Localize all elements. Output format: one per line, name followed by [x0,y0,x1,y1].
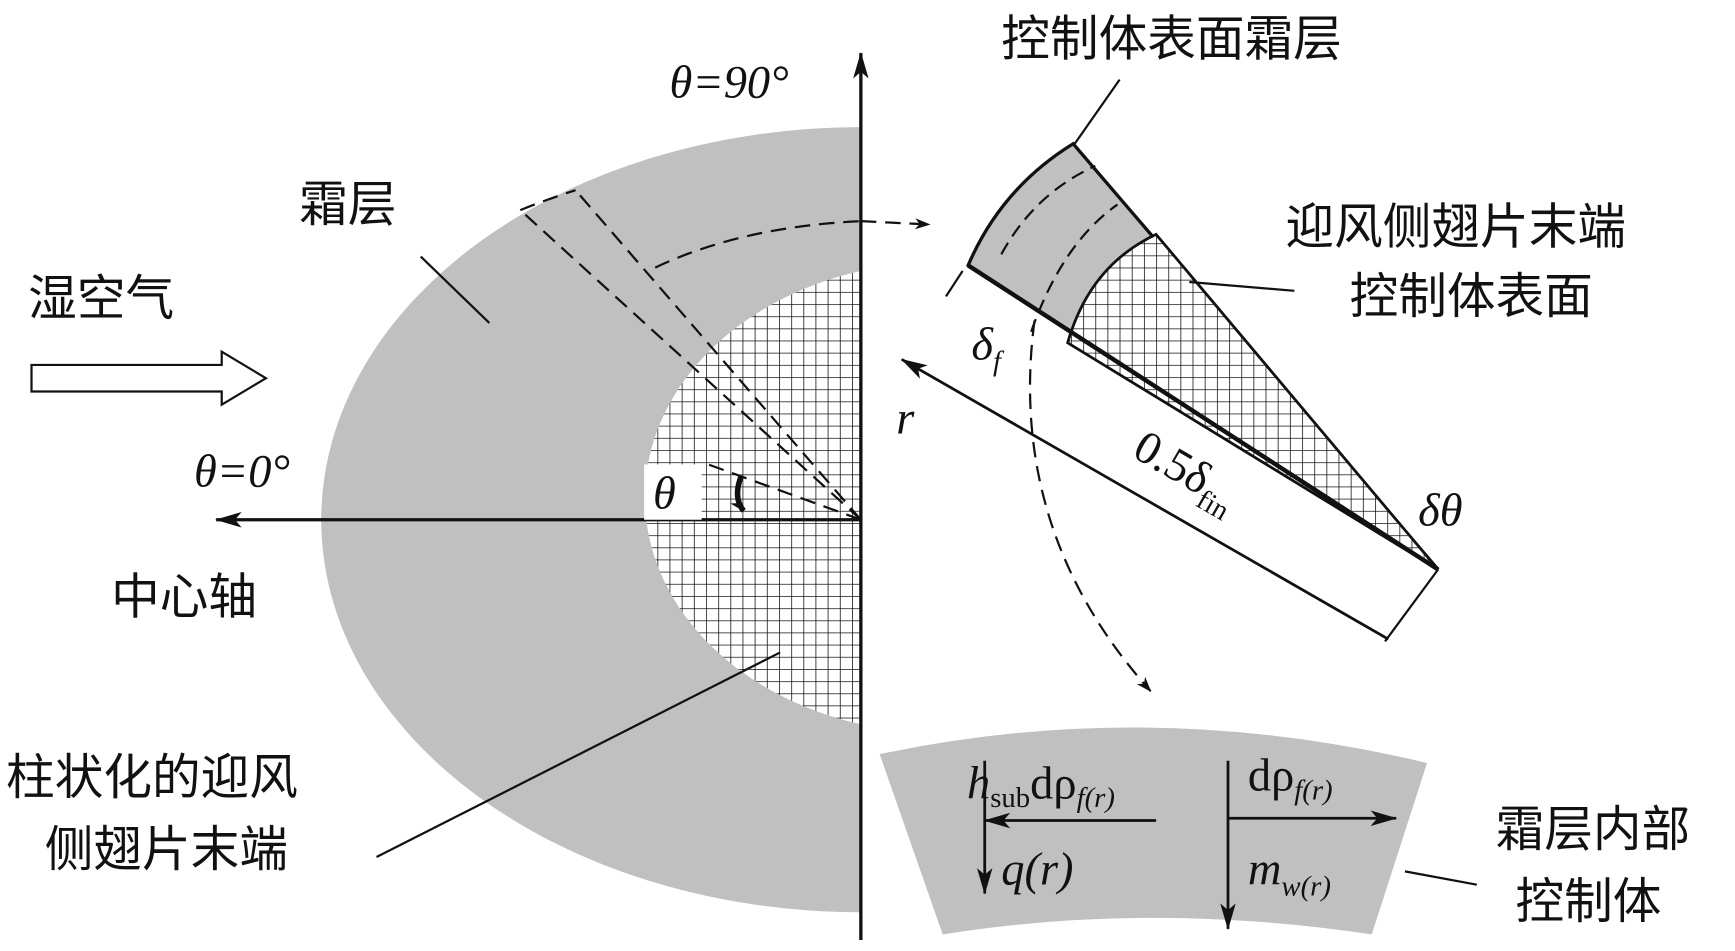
humid-air-label: 湿空气 [28,271,174,327]
delta-f-label: δf [971,319,1005,377]
frost-leader [419,255,491,324]
theta-90-label: θ=90° [670,57,789,108]
cylindrical-fin-label-1: 柱状化的迎风 [6,750,298,806]
fin-tip-cv-label-1: 迎风侧翅片末端 [1285,199,1626,255]
m-w-label: mw(r) [1248,845,1331,903]
theta-angle-arc [730,474,746,513]
cv-surface-frost-label: 控制体表面霜层 [1001,11,1342,67]
cylindrical-fin-leader [376,651,781,858]
zoom-dashed-arrow [1028,320,1152,692]
center-axis-label: 中心轴 [111,570,257,626]
r-label: r [896,393,915,444]
r-arrow [900,358,1390,641]
h-sub-d-rho-label: hsubdρf(r) [967,758,1115,814]
inner-frost-control-volume [879,727,1428,935]
fin-tip-cv-label-2: 控制体表面 [1350,269,1593,325]
inner-cv-label-1: 霜层内部 [1496,802,1691,858]
theta-label: θ [653,469,676,520]
cylindrical-fin-label-2: 侧翅片末端 [45,822,288,878]
q-r-label: q(r) [1001,845,1073,896]
cylindrical-fin-tip [644,270,861,725]
delta-theta-label: δθ [1418,485,1462,536]
control-volume-dashes [519,189,931,521]
humid-air-arrow [30,349,269,407]
theta-0-label: θ=0° [194,447,290,498]
inner-cv-label-2: 控制体 [1516,874,1662,930]
frost-label: 霜层 [299,177,396,233]
d-rho-right-label: dρf(r) [1248,751,1333,807]
wedge-fin-tip [1066,232,1440,571]
